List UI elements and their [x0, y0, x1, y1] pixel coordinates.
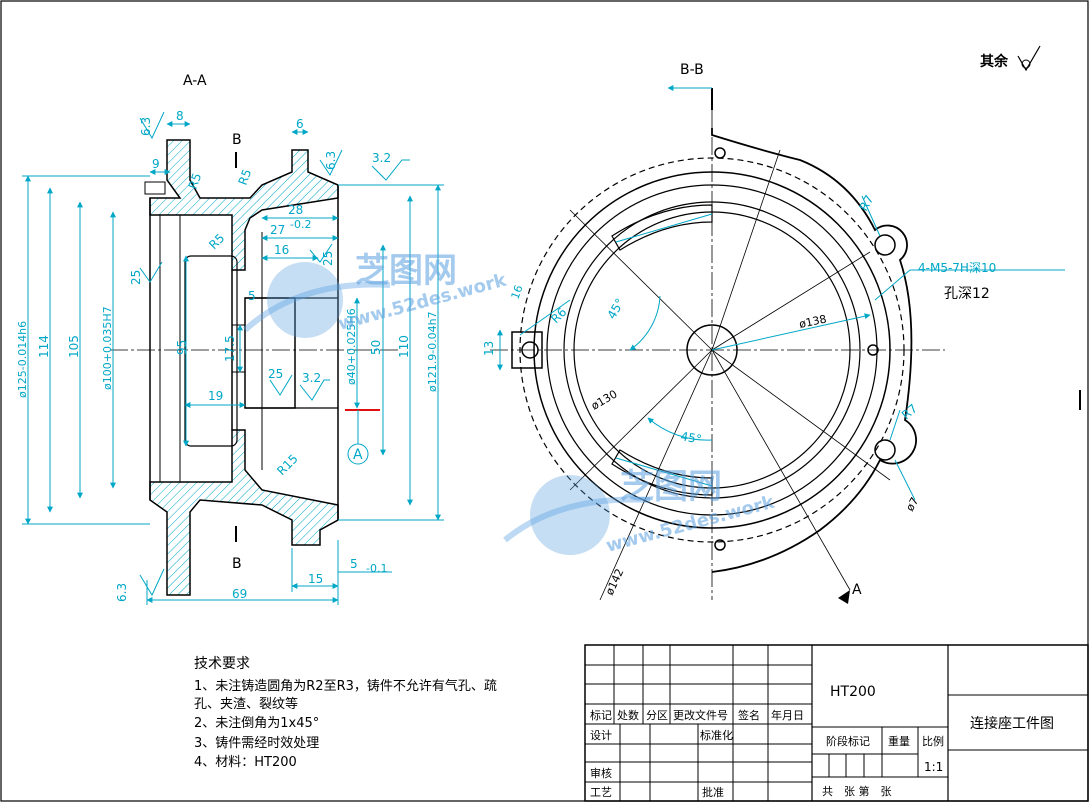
header-cell-signature: 签名: [738, 708, 760, 722]
dim-d138: ø138: [798, 312, 828, 330]
tech-req-line-4: 3、铸件需经时效处理: [194, 735, 319, 751]
dim-r15: R15: [274, 452, 301, 479]
rough-6-3-b: 6.3: [115, 583, 129, 602]
row-approve-label: 批准: [702, 785, 724, 799]
row-review-label: 审核: [590, 766, 612, 780]
weight-label: 重量: [888, 734, 910, 748]
rough-25-b: 25: [268, 367, 283, 381]
dim-d40: ø40+0.025H6: [345, 308, 358, 385]
stage-mark-label: 阶段标记: [826, 734, 870, 748]
dim-17-5: 17.5: [223, 335, 237, 362]
dim-d142: ø142: [603, 567, 627, 598]
section-b-top-label: B: [232, 132, 242, 148]
dim-110: 110: [397, 335, 411, 358]
rough-25-c: 25: [321, 251, 335, 266]
dim-d100: ø100+0.035H7: [101, 306, 114, 390]
section-b-bottom-label: B: [232, 556, 242, 572]
dim-d130: ø130: [589, 387, 620, 412]
watermark-2: 芝图网 www.52des.work: [503, 467, 777, 557]
dim-angle-45-a: 45°: [604, 296, 627, 321]
section-aa-view: A-A B B: [16, 73, 444, 605]
dim-6: 6: [296, 117, 304, 131]
dim-5-tol: -0.1: [366, 562, 387, 575]
scale-value: 1:1: [924, 760, 943, 774]
dim-105: 105: [67, 335, 81, 358]
other-surface-label: 其余: [980, 53, 1009, 70]
datum-a-label: A: [353, 447, 363, 463]
section-bb-view: B-B: [482, 62, 1081, 604]
title-block-text: HT200 连接座工件图 标记 处数 分区 更改文件号 签名 年月日 设计 标准…: [590, 684, 1054, 799]
section-bb-label: B-B: [680, 62, 704, 78]
dim-d7: ø7: [903, 495, 921, 513]
dim-69: 69: [232, 587, 247, 601]
dim-r7-a: R7: [856, 193, 876, 214]
rough-25-a: 25: [129, 270, 143, 285]
sheet-info-label: 共 张 第 张: [822, 784, 892, 798]
tech-requirements: 技术要求 1、未注铸造圆角为R2至R3，铸件不允许有气孔、疏 孔、夹渣、裂纹等 …: [194, 656, 497, 770]
dim-r7-b: R7: [899, 401, 920, 422]
roughness-note: 其余: [980, 45, 1041, 72]
row-process-label: 工艺: [590, 786, 612, 799]
dim-114: 114: [37, 335, 51, 358]
dim-thread: 4-M5-7H深10: [918, 261, 996, 275]
header-cell-date: 年月日: [771, 708, 804, 722]
dim-19: 19: [208, 389, 223, 403]
row-design-label: 设计: [590, 729, 612, 742]
bb-outer-contour: [711, 128, 917, 573]
dim-angle-45-b: 45°: [679, 429, 702, 446]
dim-50: 50: [369, 340, 383, 355]
tech-req-line-3: 2、未注倒角为1x45°: [194, 716, 319, 731]
dim-95: 95: [175, 340, 189, 355]
dim-d125: ø125-0.014h6: [16, 321, 29, 398]
dim-28: 28: [288, 203, 303, 217]
rough-6-3-a: 6.3: [139, 117, 153, 136]
dim-r5-b: R5: [236, 167, 255, 187]
rough-3-2-a: 3.2: [372, 151, 391, 165]
dim-27: 27: [270, 223, 285, 237]
tech-req-line-2: 孔、夹渣、裂纹等: [194, 696, 298, 712]
dim-13: 13: [482, 341, 496, 356]
dim-9: 9: [152, 157, 160, 171]
section-wall-bottom: [149, 429, 339, 596]
dim-27-tol: -0.2: [290, 218, 311, 231]
watermark-title-1: 芝图网: [355, 251, 457, 291]
dim-5: 5: [350, 557, 358, 571]
tech-req-line-5: 4、材料：HT200: [194, 755, 297, 770]
watermark-title-2: 芝图网: [620, 467, 722, 507]
tech-req-title: 技术要求: [194, 656, 250, 672]
tech-req-line-1: 1、未注铸造圆角为R2至R3，铸件不允许有气孔、疏: [194, 678, 497, 694]
watermark-1: 芝图网 www.52des.work: [242, 251, 509, 338]
part-name-label: 连接座工件图: [970, 715, 1054, 732]
dim-5-b: 5: [248, 289, 256, 303]
dim-8: 8: [176, 109, 184, 123]
section-aa-label: A-A: [183, 73, 207, 89]
dim-15: 15: [308, 572, 323, 586]
header-cell-mark: 标记: [590, 708, 612, 722]
material-label: HT200: [830, 684, 876, 700]
header-cell-zone: 分区: [646, 709, 668, 722]
hole-depth-label: 孔深12: [944, 286, 990, 302]
roughness-symbol-icon: [1017, 45, 1041, 72]
rough-3-2-b: 3.2: [302, 371, 321, 385]
dim-r5-a: R5: [186, 171, 205, 191]
rough-6-3-c: 6.3: [324, 151, 338, 170]
row-standard-label: 标准化: [700, 728, 733, 742]
scale-label: 比例: [922, 734, 944, 748]
dim-16: 16: [274, 243, 289, 257]
header-cell-count: 处数: [617, 709, 639, 722]
header-cell-change-doc: 更改文件号: [673, 708, 728, 722]
title-block: [584, 644, 1089, 802]
dim-16-b: 16: [509, 283, 526, 301]
dim-d121: ø121.9-0.04h7: [426, 311, 439, 392]
section-a-arrow-label: A: [852, 582, 862, 598]
dim-r5-c: R5: [206, 231, 227, 252]
